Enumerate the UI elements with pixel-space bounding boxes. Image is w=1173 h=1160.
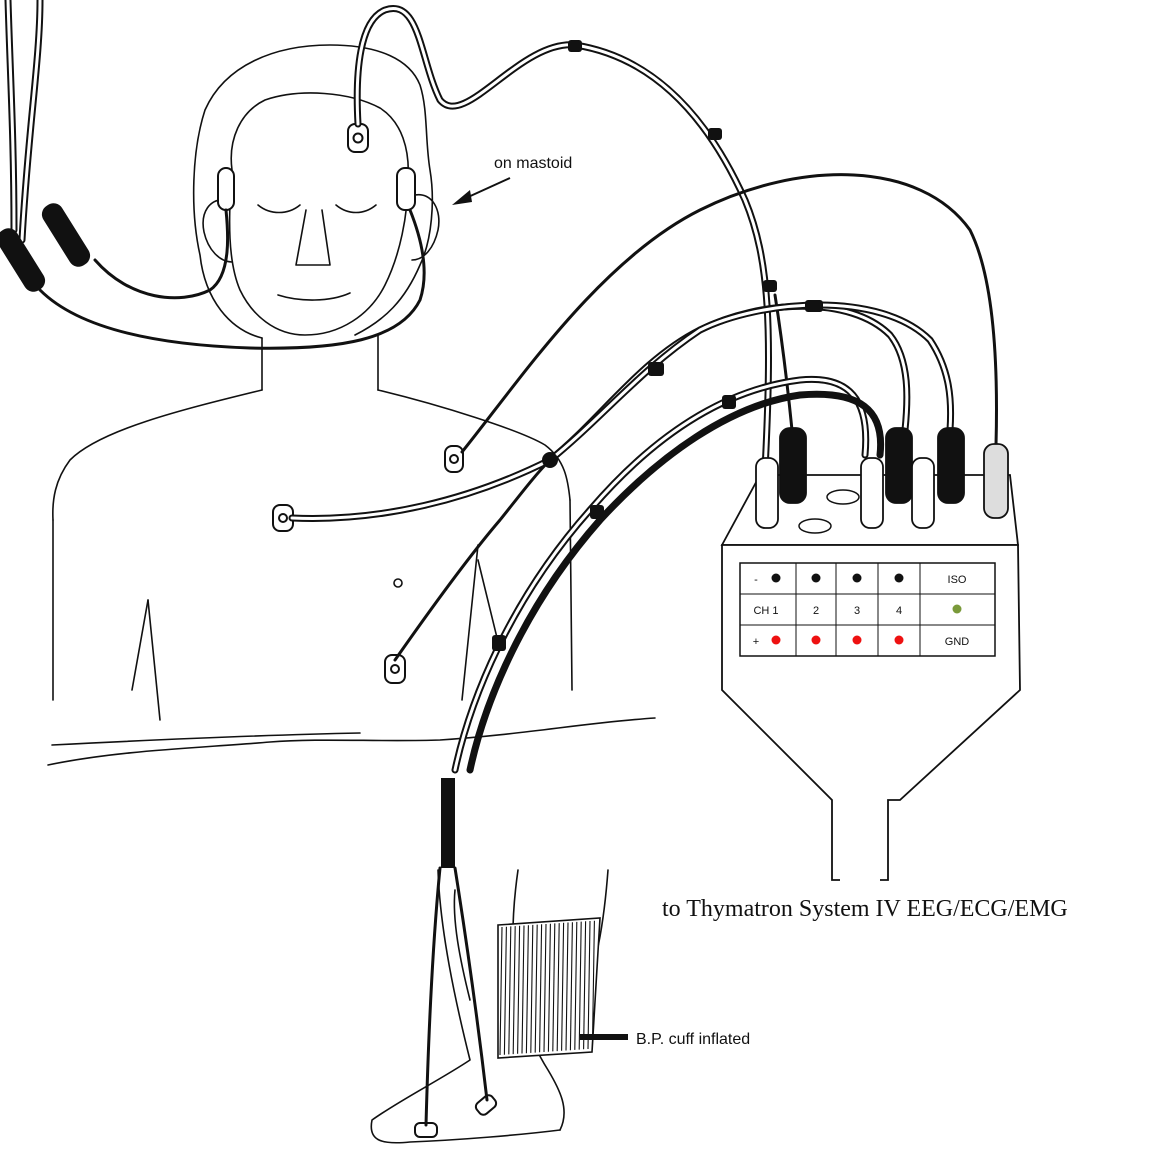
head-cable-branch — [775, 295, 792, 430]
chest-electrode-upper-center — [450, 455, 458, 463]
panel-ch2-label: 2 — [813, 605, 819, 617]
leg-wire-foot — [426, 868, 440, 1125]
panel-plus-label: + — [753, 636, 759, 648]
panel-iso-label: ISO — [948, 574, 967, 586]
leg-cable-bead-2 — [722, 395, 736, 409]
device-label: to Thymatron System IV EEG/ECG/EMG — [662, 896, 1068, 922]
left-temple-electrode — [218, 168, 234, 210]
head-cable-bead-2 — [708, 128, 722, 140]
panel-dot-neg-4 — [895, 574, 904, 583]
panel-ch4-label: 4 — [896, 605, 902, 617]
panel-gnd-label: GND — [945, 636, 970, 648]
cuff-label: B.P. cuff inflated — [636, 1031, 750, 1048]
right-mastoid-electrode — [397, 168, 415, 210]
head-cable-bead-1 — [568, 40, 582, 52]
right-eye — [336, 205, 376, 213]
leg-cable-bead-3 — [492, 635, 506, 651]
panel-dot-iso — [953, 605, 962, 614]
panel-dot-pos-4 — [895, 636, 904, 645]
plug-ch1-neg — [756, 458, 778, 528]
plug-ch4-pos — [938, 428, 964, 503]
nipple-marker — [394, 579, 402, 587]
top-left-cable-a-in — [22, 0, 40, 240]
leg-cable-bead-1 — [590, 505, 604, 519]
face-outline — [230, 93, 409, 335]
mastoid-arrow-line — [466, 178, 510, 198]
bp-cuff — [498, 918, 628, 1058]
panel-dot-pos-2 — [812, 636, 821, 645]
iso-wire — [462, 175, 997, 452]
wire-left-long — [40, 210, 424, 348]
sheet-line-upper — [52, 733, 360, 745]
wire-left-temple — [95, 210, 228, 298]
mastoid-label: on mastoid — [494, 155, 572, 172]
leg-wire-ankle — [455, 868, 487, 1100]
panel-dot-neg-2 — [812, 574, 821, 583]
junction-box: - ISO CH 1 2 3 4 + GND — [722, 428, 1020, 885]
stem-gap — [840, 805, 880, 885]
plug-ch3-neg — [861, 458, 883, 528]
chest-cable-bead-1 — [648, 362, 664, 376]
chest-electrode-mid-center — [279, 514, 287, 522]
box-hole-1 — [827, 490, 859, 504]
sleeve-left-2 — [38, 199, 94, 270]
electrodes — [218, 124, 498, 1137]
left-shoulder — [53, 390, 262, 520]
box-hole-2 — [799, 519, 831, 533]
connector-panel: - ISO CH 1 2 3 4 + GND — [740, 563, 995, 656]
arm-crease-left — [132, 600, 148, 690]
panel-dot-neg-1 — [772, 574, 781, 583]
mouth — [278, 293, 350, 300]
plug-ch3-pos — [886, 428, 912, 503]
mastoid-arrow-head — [452, 190, 472, 205]
arm-crease-left-2 — [148, 600, 160, 720]
chest-electrode-lower-center — [391, 665, 399, 673]
panel-ch1-label: CH 1 — [753, 605, 778, 617]
panel-dot-pos-3 — [853, 636, 862, 645]
panel-minus-label: - — [754, 574, 758, 586]
leg-cable-sleeve — [441, 778, 455, 868]
panel-dot-pos-1 — [772, 636, 781, 645]
plug-ch4-neg — [912, 458, 934, 528]
panel-ch3-label: 3 — [854, 605, 860, 617]
head-cable-bead-3 — [763, 280, 777, 292]
left-eye — [258, 205, 300, 213]
plug-iso — [984, 444, 1008, 518]
panel-dot-neg-3 — [853, 574, 862, 583]
right-shoulder — [378, 390, 570, 500]
chest-cable-bead-2 — [805, 300, 823, 312]
cuff-hose — [580, 1034, 628, 1040]
plug-ch1-pos — [780, 428, 806, 503]
nose — [296, 210, 330, 265]
arm-crease-right — [462, 545, 478, 700]
forehead-electrode-center — [354, 134, 363, 143]
